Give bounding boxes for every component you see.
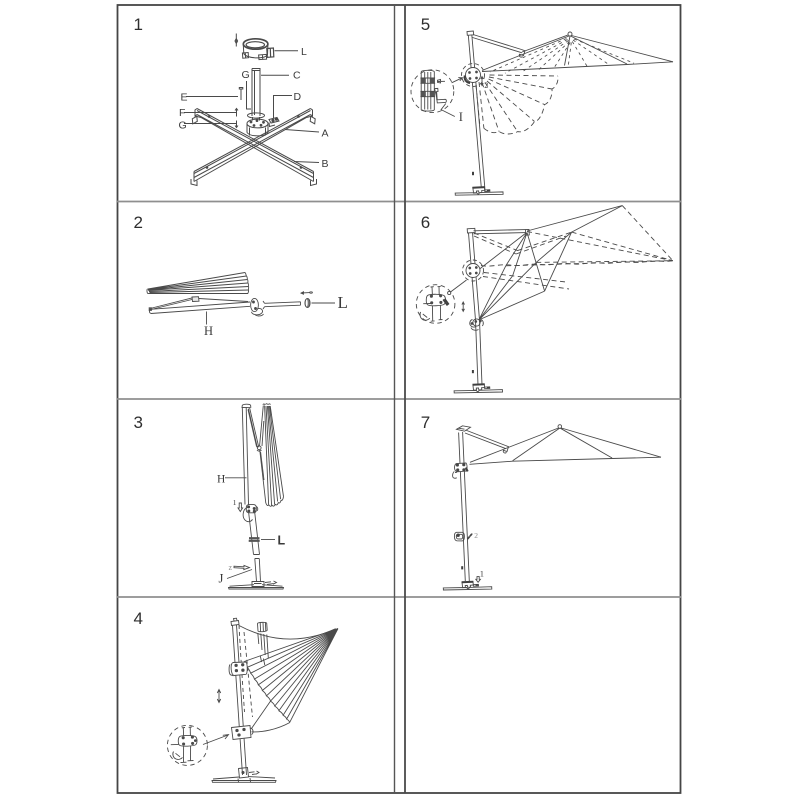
svg-text:I: I [459,110,463,124]
svg-text:J: J [219,571,224,585]
svg-text:D: D [294,91,302,103]
svg-text:B: B [322,158,329,170]
svg-text:2: 2 [474,531,478,540]
svg-text:1: 1 [233,498,237,507]
svg-text:H: H [217,473,225,485]
svg-text:G: G [179,120,187,132]
svg-text:1: 1 [480,569,484,579]
svg-text:2: 2 [484,81,488,90]
svg-text:G: G [242,69,250,81]
svg-text:L: L [301,46,307,58]
svg-text:A: A [322,127,329,139]
svg-text:H: H [204,324,213,338]
svg-text:z: z [229,563,233,572]
svg-text:E: E [181,91,188,103]
svg-text:F: F [179,107,185,119]
svg-text:L: L [278,533,286,547]
svg-text:L: L [338,293,348,312]
svg-text:C: C [293,70,301,82]
